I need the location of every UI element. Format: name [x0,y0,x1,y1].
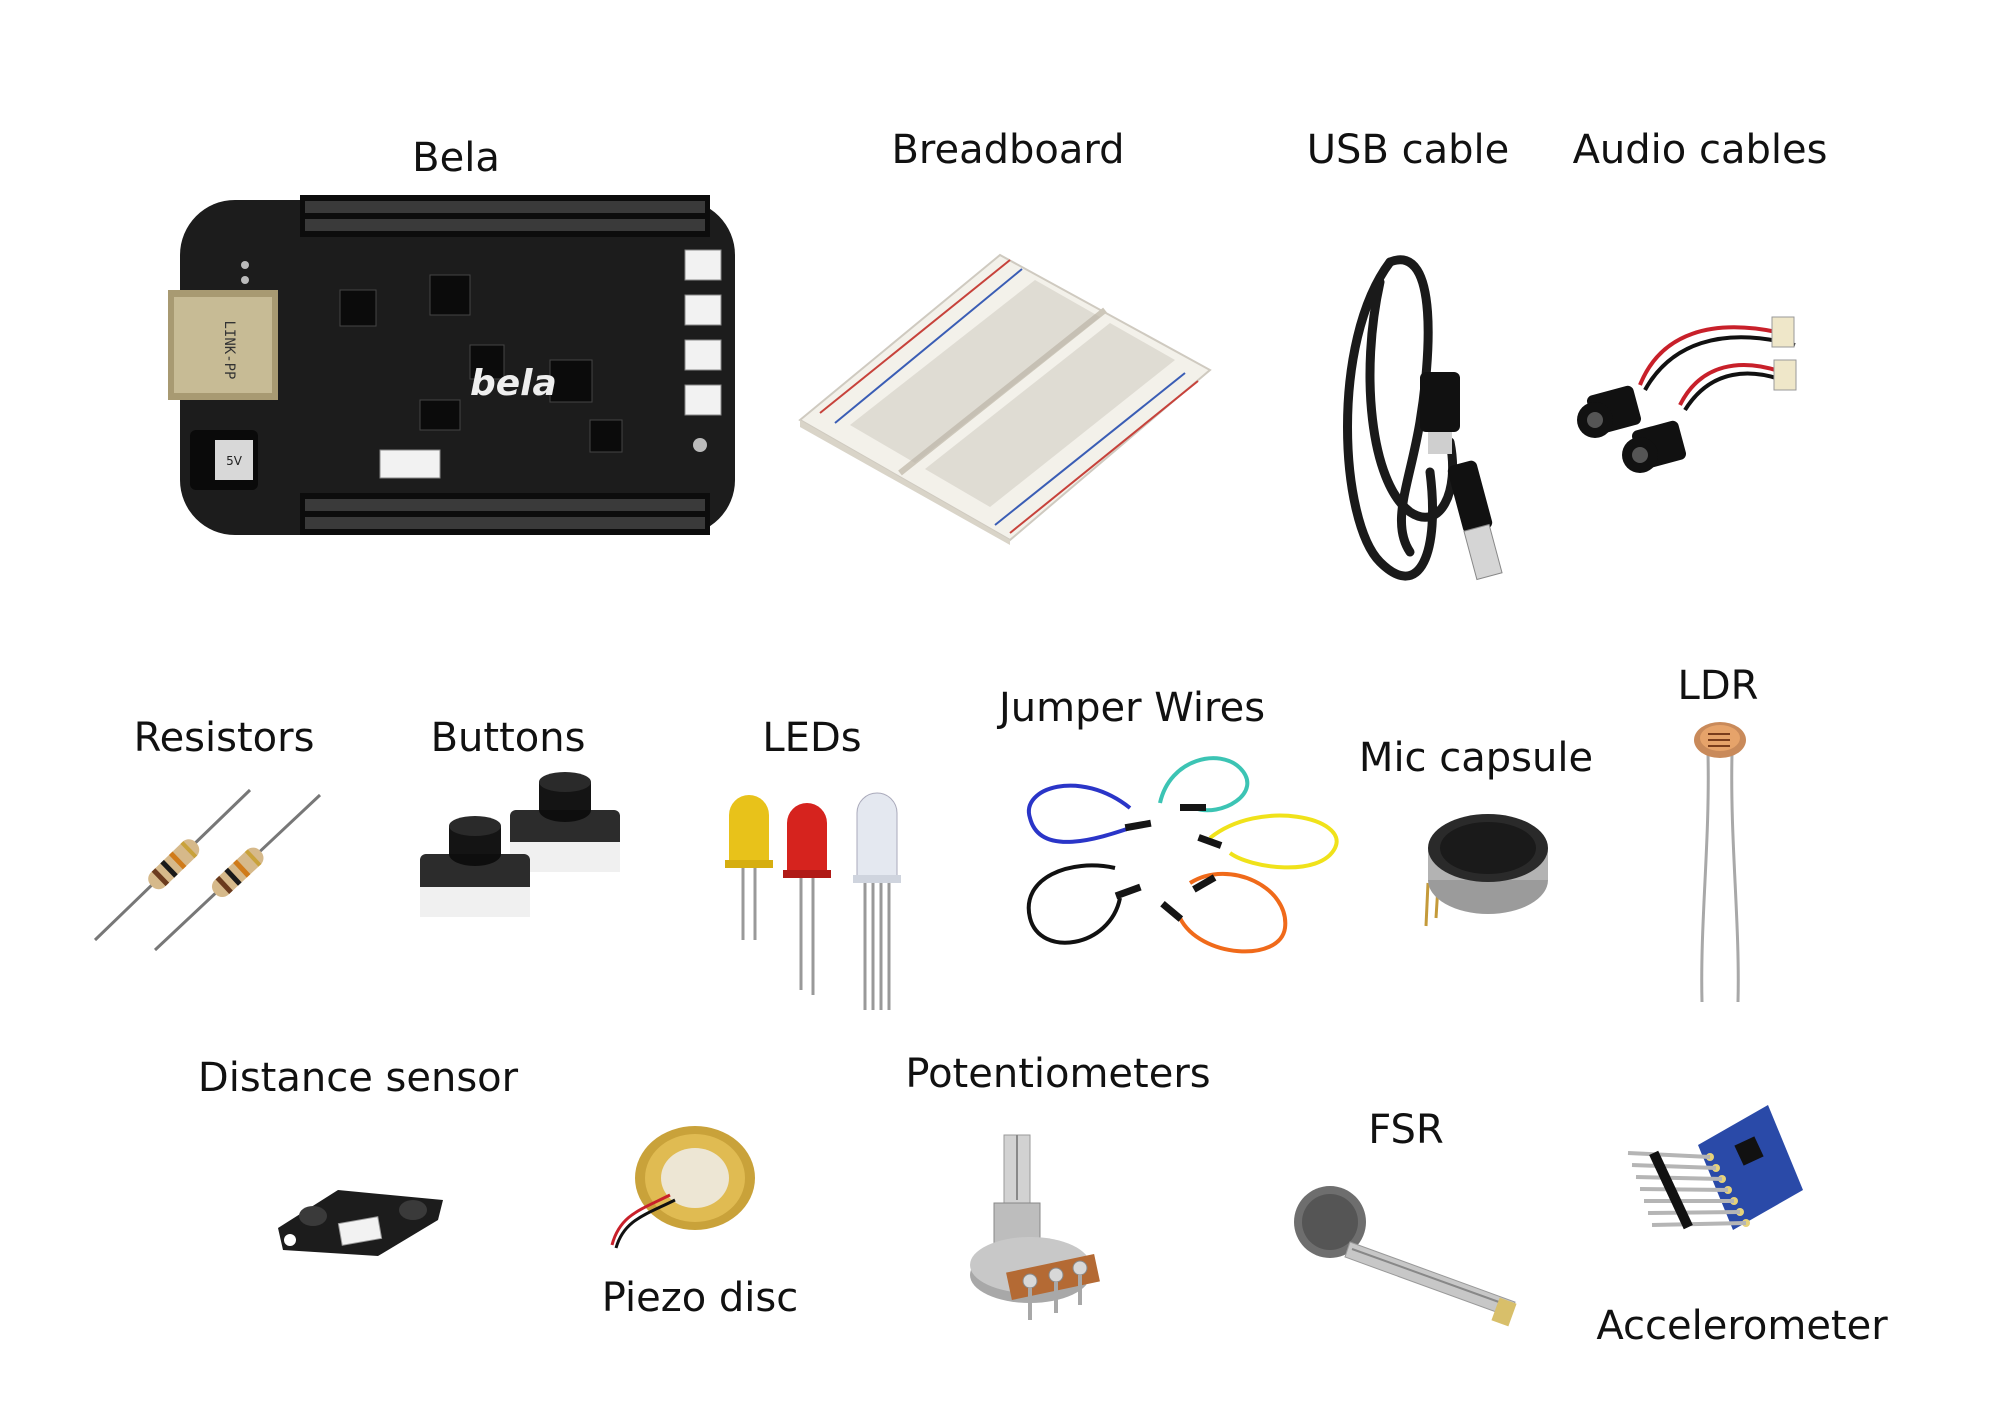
label-distance-sensor: Distance sensor [197,1055,519,1101]
jumper-wires-image [1020,748,1350,963]
leds-image [715,785,915,1010]
label-bela: Bela [412,135,500,181]
breadboard-image [798,253,1220,545]
resistors-image [93,785,325,955]
distance-sensor-image [278,1158,448,1258]
label-audio-cables: Audio cables [1572,127,1828,173]
mic-capsule-image [1408,808,1553,933]
label-resistors: Resistors [133,715,315,761]
usb-cable-image [1320,222,1520,602]
board-logo-marking: bela [470,363,557,404]
bela-board-image: LINK-PP 5V bela [168,195,740,540]
buttons-image [418,772,628,937]
label-usb-cable: USB cable [1306,127,1510,173]
audio-cables-image [1560,295,1800,495]
label-potentiometers: Potentiometers [905,1051,1211,1097]
accelerometer-image [1618,1105,1803,1255]
label-jumper-wires: Jumper Wires [998,685,1266,731]
label-mic-capsule: Mic capsule [1358,735,1594,781]
label-leds: LEDs [762,715,862,761]
label-accelerometer: Accelerometer [1596,1303,1888,1349]
label-breadboard: Breadboard [891,127,1125,173]
label-buttons: Buttons [430,715,586,761]
label-fsr: FSR [1368,1107,1444,1153]
board-jack-marking: LINK-PP [221,320,237,379]
label-piezo-disc: Piezo disc [601,1275,799,1321]
fsr-image [1290,1182,1530,1332]
potentiometers-image [968,1134,1108,1330]
piezo-disc-image [610,1120,760,1250]
ldr-image [1680,722,1760,1007]
label-ldr: LDR [1677,663,1759,709]
board-power-marking: 5V [226,454,243,468]
